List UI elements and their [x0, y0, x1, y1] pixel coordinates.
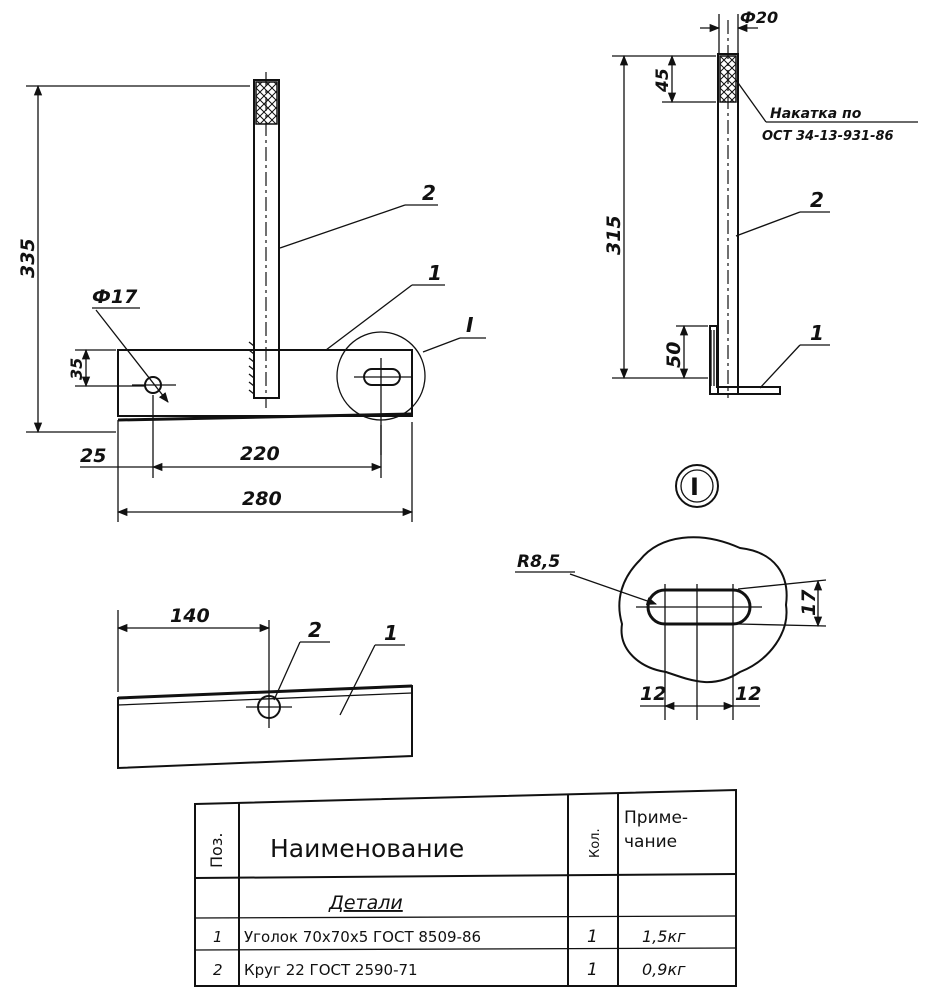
- dim-hole-offset: 35: [67, 358, 86, 380]
- top-view: 140 2 1: [116, 605, 413, 770]
- dim-knurl-length: 45: [653, 68, 673, 93]
- note-knurl-line2: ОСТ 34-13-931-86: [762, 129, 894, 144]
- dim-slot-right: 12: [735, 683, 761, 705]
- angle-profile-side: [709, 325, 781, 395]
- row2-note: 0,9кг: [642, 960, 686, 979]
- dim-slot-radius: R8,5: [517, 552, 560, 572]
- callout-angle-top: 1: [384, 621, 398, 645]
- callout-detail-front: I: [466, 313, 474, 337]
- dim-half-length: 140: [170, 605, 210, 627]
- row2-qty: 1: [587, 960, 598, 980]
- spec-table-grid: [194, 788, 737, 987]
- row1-note: 1,5кг: [642, 927, 686, 946]
- front-view: 335 35 Ф17 25 220 280 2 1 I: [17, 72, 486, 522]
- detail-mark-label: I: [690, 473, 699, 501]
- detail-view: I R8,5 17 12 12: [515, 464, 827, 720]
- row1-qty: 1: [587, 927, 598, 947]
- dim-edge-offset: 25: [80, 445, 106, 467]
- row1-name: Уголок 70х70х5 ГОСТ 8509-86: [244, 928, 481, 946]
- detail-mark-inner: [680, 469, 714, 503]
- callout-rod-top: 2: [308, 618, 322, 642]
- rod-thread-front: [248, 341, 255, 395]
- callout-angle-side: 1: [810, 321, 824, 345]
- dim-length: 280: [242, 488, 282, 510]
- side-view: Ф20 45 315 50 Накатка по ОСТ 34-13-931-8…: [603, 8, 918, 398]
- header-note: Приме- чание: [624, 808, 689, 852]
- spec-table: Поз. Наименование Кол. Приме- чание Дета…: [194, 788, 737, 987]
- callout-rod-side: 2: [810, 188, 824, 212]
- angle-edge-front: [117, 412, 413, 422]
- dim-slot-width: 17: [798, 589, 820, 616]
- note-knurl-line1: Накатка по: [770, 106, 862, 122]
- detail-circle-front: [336, 331, 426, 421]
- header-qty: Кол.: [588, 828, 603, 858]
- section-details: Детали: [328, 892, 403, 914]
- row2-name: Круг 22 ГОСТ 2590-71: [244, 961, 418, 979]
- callout-angle-front: 1: [428, 261, 442, 285]
- header-pos: Поз.: [207, 833, 226, 868]
- dim-hole-spacing: 220: [240, 443, 280, 465]
- dim-slot-left: 12: [640, 683, 666, 705]
- dim-rod-height: 315: [603, 215, 625, 255]
- dim-angle-height: 50: [663, 342, 685, 368]
- row1-pos: 1: [213, 928, 223, 946]
- callout-rod-front: 2: [422, 181, 436, 205]
- header-name: Наименование: [270, 834, 464, 863]
- detail-mark-outer: [675, 464, 719, 508]
- dim-rod-diameter: Ф20: [740, 8, 778, 27]
- detail-break-outline: [618, 536, 788, 684]
- dim-height-total: 335: [17, 238, 39, 278]
- dim-hole-diameter: Ф17: [92, 286, 138, 308]
- angle-plate-top: [117, 684, 413, 770]
- row2-pos: 2: [213, 961, 223, 979]
